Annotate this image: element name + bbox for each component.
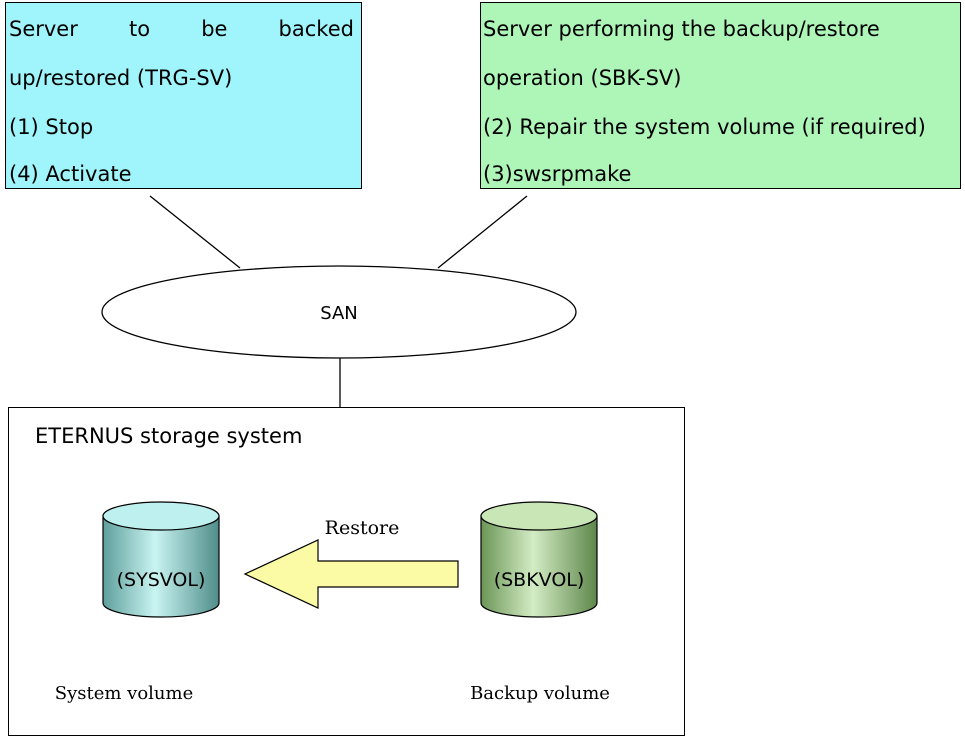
target-server-title-word: backed xyxy=(278,17,354,41)
backup-server-title-line2: operation (SBK-SV) xyxy=(483,66,682,90)
target-server-title-word: to xyxy=(128,17,151,41)
step-repair: (2) Repair the system volume (if require… xyxy=(483,115,926,139)
target-server-title-word: be xyxy=(201,17,228,41)
target-server-title-line2: up/restored (TRG-SV) xyxy=(9,66,233,90)
step-activate: (4) Activate xyxy=(9,162,132,186)
step-swsrpmake: (3)swsrpmake xyxy=(483,162,632,186)
left-server-connector xyxy=(149,195,241,269)
san-label: SAN xyxy=(320,303,358,324)
system-volume-caption: System volume xyxy=(55,683,194,704)
target-server-title-word: Server xyxy=(9,17,78,41)
right-server-connector xyxy=(437,195,528,269)
restore-label: Restore xyxy=(325,517,400,539)
target-server-box: Server to be backed up/restored (TRG-SV)… xyxy=(5,2,362,189)
system-volume-cylinder xyxy=(102,501,220,618)
system-volume-label: (SYSVOL) xyxy=(117,569,206,591)
backup-server-title-line1: Server performing the backup/restore xyxy=(483,17,880,41)
backup-server-box: Server performing the backup/restore ope… xyxy=(480,2,961,189)
target-server-title-line1: Server to be backed xyxy=(9,19,354,40)
storage-system-box: ETERNUS storage system (SYSVOL) (SBKV xyxy=(8,407,685,736)
storage-contents: (SYSVOL) (SBKVOL) Restore System volume … xyxy=(55,501,610,704)
storage-title: ETERNUS storage system xyxy=(35,424,303,448)
san-ellipse xyxy=(101,265,577,359)
backup-volume-label: (SBKVOL) xyxy=(494,569,585,591)
backup-volume-caption: Backup volume xyxy=(470,683,610,704)
restore-arrow xyxy=(243,539,459,609)
backup-volume-cylinder xyxy=(480,501,598,618)
step-stop: (1) Stop xyxy=(9,115,94,139)
